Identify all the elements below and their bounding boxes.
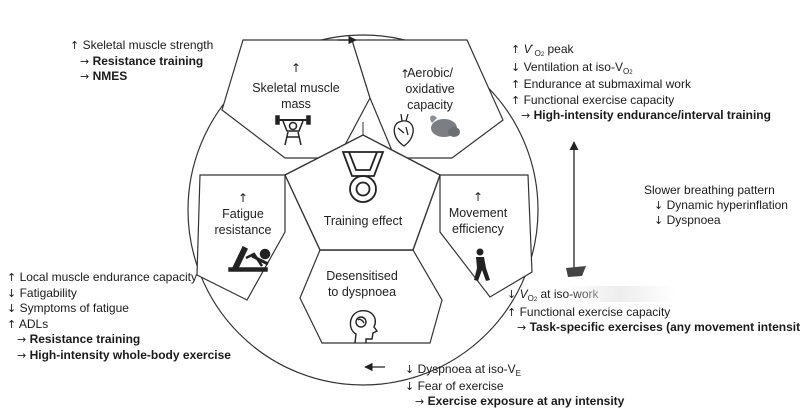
note-breathing-line3: ↓ Dyspnoea [654,213,721,227]
note-fatigue-line3: ↓ Symptoms of fatigue [7,301,129,315]
note-aerobic-line2: ↓ Ventilation at iso-VO2 [511,59,633,76]
skeletal-label-line2: mass [281,97,311,111]
desensitised-label-line1: Desensitised [326,269,398,283]
aerobic-label-line3: capacity [407,98,454,112]
note-dyspnoea: ↓ Dyspnoea at iso-VE ↓ Fear of exercise … [405,362,624,410]
note-skeletal-line3: → NMES [80,69,128,83]
walking-person-icon [474,248,490,281]
center-label: Training effect [324,214,403,228]
axis-smudge [566,266,586,277]
movement-up-arrow: ↑ [473,190,483,204]
aerobic-label-line2: oxidative [405,82,454,96]
segment-training-effect [284,134,441,251]
weightlifter-icon [275,115,311,146]
movement-label-line2: efficiency [452,222,505,236]
cycling-person-icon [228,245,271,272]
note-dyspnoea-line2: ↓ Fear of exercise [405,378,504,393]
heart-icon [393,113,414,147]
lungs-icon [430,115,460,137]
fatigue-up-arrow: ↑ [238,191,248,205]
note-dyspnoea-line1: ↓ Dyspnoea at iso-VE [405,362,521,378]
segment-movement-efficiency [439,174,533,298]
skeletal-up-arrow: ↑ [291,61,301,75]
note-aerobic-line5: → High-intensity endurance/interval trai… [521,108,771,122]
desensitised-label-line2: to dyspnoea [328,285,396,299]
note-aerobic-line3: ↑ Endurance at submaximal work [511,77,691,91]
note-skeletal-line1: ↑ Skeletal muscle strength [70,38,214,52]
note-dyspnoea-line3: → Exercise exposure at any intensity [415,394,625,408]
note-movement-line3: → Task-specific exercises (any movement … [517,320,800,334]
outer-circle [187,34,539,386]
note-aerobic-line4: ↑ Functional exercise capacity [511,92,675,107]
blur-overlay [565,286,675,302]
note-skeletal: ↑ Skeletal muscle strength → Resistance … [70,38,213,85]
note-fatigue: ↑ Local muscle endurance capacity ↓ Fati… [7,270,231,363]
note-fatigue-line4: ↑ ADLs [7,316,49,331]
aerobic-label-line1: Aerobic/ [407,66,453,80]
note-fatigue-line1: ↑ Local muscle endurance capacity [7,270,197,284]
note-fatigue-line5: → Resistance training [17,332,141,346]
note-skeletal-line2: → Resistance training [80,53,204,68]
note-aerobic: ↑ V˙O2 peak ↓ Ventilation at iso-VO2 ↑ E… [511,42,771,124]
note-fatigue-line6: → High-intensity whole-body exercise [17,347,231,362]
note-breathing-line1: Slower breathing pattern [644,183,775,197]
movement-label-line1: Movement [449,206,508,220]
note-aerobic-line1: ↑ V˙O2 peak [511,42,574,58]
note-breathing-line2: ↓ Dynamic hyperinflation [654,197,788,212]
fatigue-label-line1: Fatigue [222,207,264,221]
head-brain-icon [349,310,379,344]
skeletal-label-line1: Skeletal muscle [252,81,340,95]
fatigue-label-line2: resistance [215,223,272,237]
medal-icon [341,151,385,203]
note-movement-line2: ↑ Functional exercise capacity [507,304,671,319]
aerobic-up-arrow: ↑ [400,67,410,81]
segment-aerobic-capacity [351,39,504,159]
note-fatigue-line2: ↓ Fatigability [7,285,77,300]
note-breathing: Slower breathing pattern ↓ Dynamic hyper… [644,183,788,229]
